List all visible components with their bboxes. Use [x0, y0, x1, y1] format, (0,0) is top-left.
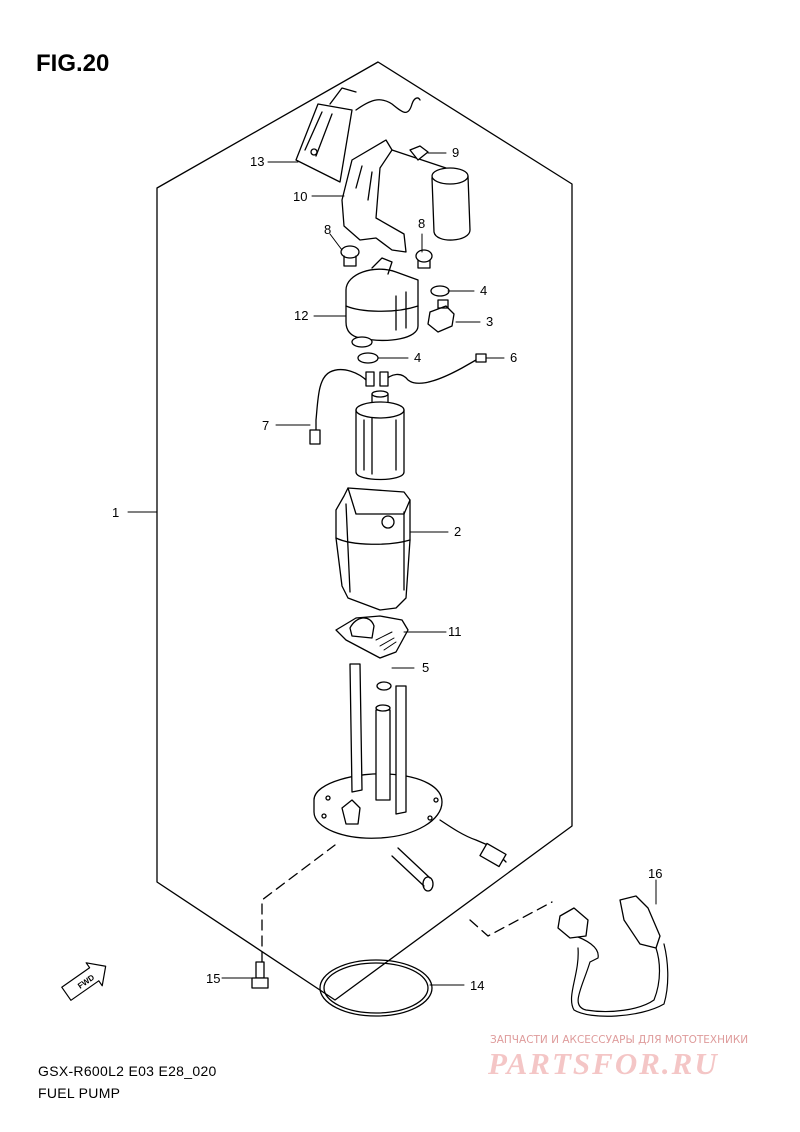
callout-4-upper: 4 [480, 283, 487, 298]
fwd-direction-badge [61, 962, 107, 1001]
callout-8-right: 8 [418, 216, 425, 231]
callout-12: 12 [294, 308, 308, 323]
callout-11: 11 [448, 624, 462, 639]
part-12-housing [345, 257, 419, 348]
part-4-o-ring-lower [357, 352, 379, 364]
part-9-clip [409, 145, 429, 161]
diagram-name: FUEL PUMP [38, 1085, 121, 1101]
callout-7: 7 [262, 418, 269, 433]
hidden-line-hose [469, 901, 553, 937]
assembly-outline [156, 61, 573, 1001]
model-code: GSX-R600L2 E03 E28_020 [38, 1063, 217, 1079]
callout-4-lower: 4 [414, 350, 421, 365]
callout-14: 14 [470, 978, 484, 993]
part-16-fuel-hose [557, 895, 669, 1017]
callout-3: 3 [486, 314, 493, 329]
part-3-regulator [427, 299, 455, 333]
part-15-bolt [251, 961, 269, 989]
figure-label: FIG.20 [36, 50, 110, 77]
callout-5: 5 [422, 660, 429, 675]
callout-16: 16 [648, 866, 662, 881]
part-10-float [431, 167, 471, 241]
callout-1: 1 [112, 505, 119, 520]
callout-10: 10 [293, 189, 307, 204]
fuel-pump-motor [355, 390, 405, 481]
callout-9: 9 [452, 145, 459, 160]
part-8-screw-left [340, 245, 360, 267]
watermark-logo: PARTSFOR.RU [488, 1046, 719, 1081]
callout-2: 2 [454, 524, 461, 539]
part-5-o-ring [376, 681, 392, 691]
part-7-wire [315, 369, 371, 437]
outlet-pipe [391, 847, 431, 887]
part-4-o-ring-upper [430, 285, 450, 297]
callout-15: 15 [206, 971, 220, 986]
part-14-gasket [319, 959, 433, 1017]
callout-13: 13 [250, 154, 264, 169]
part-10-sender-bracket [341, 139, 447, 253]
callout-8-left: 8 [324, 222, 331, 237]
part-8-screw-right [415, 249, 433, 269]
callout-6: 6 [510, 350, 517, 365]
part-11-filter [335, 615, 409, 659]
part-6-wire [379, 359, 485, 385]
connector-harness [439, 819, 507, 863]
hidden-line-bolt [261, 844, 336, 963]
pump-base-flange [313, 663, 443, 839]
part-2-holder [335, 487, 411, 611]
part-13-bracket [295, 87, 357, 183]
watermark-caption: ЗАПЧАСТИ И АКСЕССУАРЫ ДЛЯ МОТОТЕХНИКИ [490, 1034, 749, 1046]
part-13-wire [355, 97, 421, 113]
